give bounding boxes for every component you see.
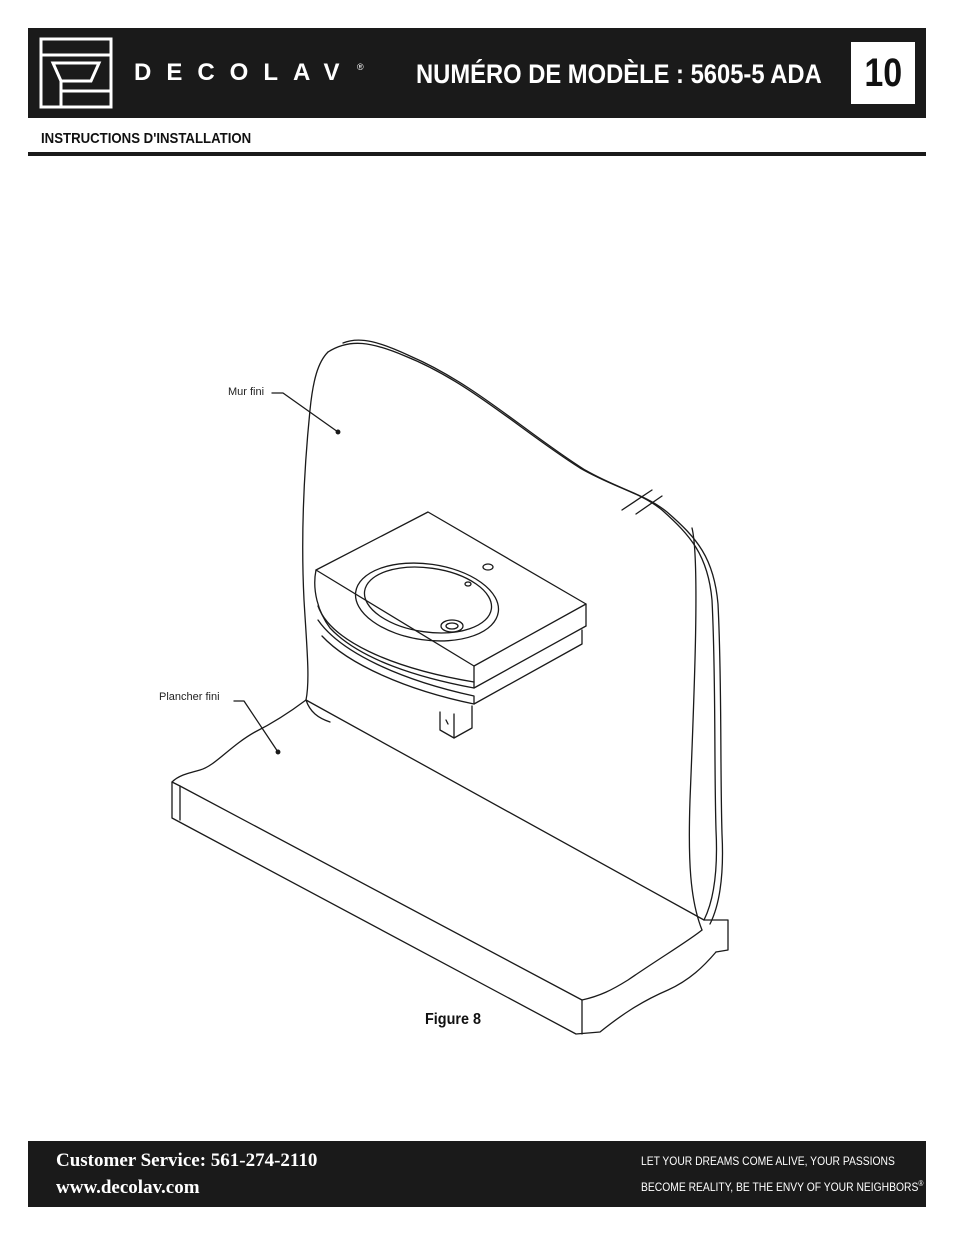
callout-finished-floor: Plancher fini [159,691,220,703]
tagline-registered-mark: ® [918,1179,924,1188]
header-bar: DECOLAV ® NUMÉRO DE MODÈLE : 5605-5 ADA … [28,28,926,118]
decolav-logo-icon [39,37,113,109]
page-number-box: 10 [851,42,915,104]
section-divider [28,152,926,156]
registered-mark: ® [357,62,364,72]
model-title: NUMÉRO DE MODÈLE : 5605-5 ADA [416,59,822,89]
section-heading: INSTRUCTIONS D'INSTALLATION [41,130,252,147]
website-link[interactable]: www.decolav.com [56,1177,200,1198]
wall-mount-sink [314,511,587,739]
callout-finished-wall: Mur fini [228,386,265,398]
callout-leaders [233,392,341,755]
page-number: 10 [864,51,902,95]
finished-floor [171,699,717,1035]
finished-wall [302,339,729,953]
tagline-line-1: LET YOUR DREAMS COME ALIVE, YOUR PASSION… [641,1154,895,1168]
brand-name: DECOLAV [134,59,355,86]
tagline-line-2: BECOME REALITY, BE THE ENVY OF YOUR NEIG… [641,1179,923,1194]
footer-bar: Customer Service: 561-274-2110 www.decol… [28,1141,926,1207]
figure-caption: Figure 8 [425,1011,482,1028]
customer-service-phone: Customer Service: 561-274-2110 [56,1150,318,1171]
tagline-line-2-text: BECOME REALITY, BE THE ENVY OF YOUR NEIG… [641,1180,919,1194]
